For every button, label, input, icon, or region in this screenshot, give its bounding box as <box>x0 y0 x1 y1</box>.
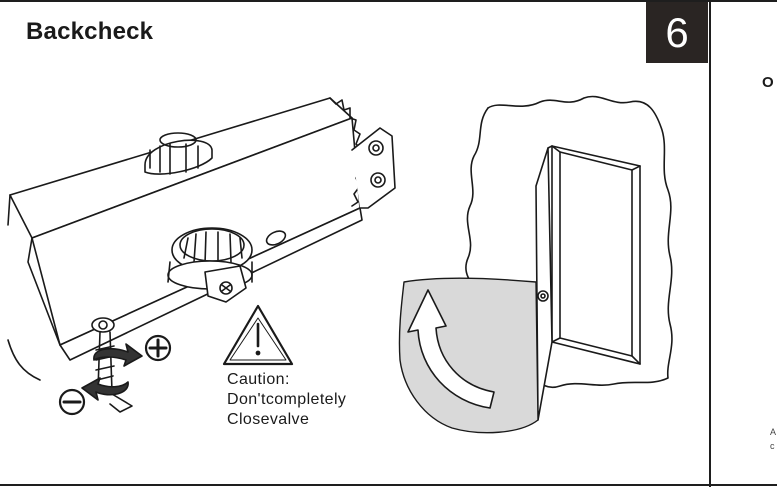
step-number-badge: 6 <box>646 2 708 63</box>
door-swing-arrow-icon <box>407 289 495 409</box>
side-panel-partial-text: O <box>762 74 774 91</box>
door-closer-illustration <box>7 97 396 413</box>
caution-note: Caution: Don'tcompletely Closevalve <box>227 370 346 430</box>
minus-circle-icon <box>58 388 86 416</box>
warning-triangle-icon <box>222 304 294 366</box>
side-mark-2: c <box>770 441 775 451</box>
caution-line-3: Closevalve <box>227 411 310 428</box>
rotation-arrow-icon <box>81 343 143 401</box>
top-rule <box>0 0 777 2</box>
column-divider <box>709 0 711 487</box>
plus-circle-icon <box>144 334 172 362</box>
caution-line-1: Caution: <box>227 371 290 388</box>
caution-line-2: Don'tcompletely <box>227 391 347 408</box>
door-illustration <box>398 95 673 434</box>
side-panel-partial-marks: A c <box>770 425 776 453</box>
side-mark-1: A <box>770 427 777 437</box>
bottom-rule <box>0 484 777 486</box>
section-title: Backcheck <box>26 18 154 45</box>
